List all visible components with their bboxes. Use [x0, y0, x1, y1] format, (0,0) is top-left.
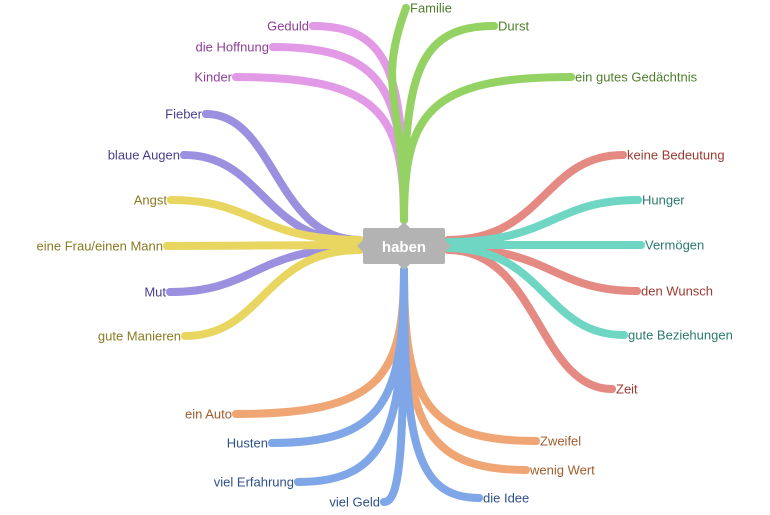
branch-tip-durst — [490, 22, 498, 30]
branch-gute-manieren — [181, 246, 364, 340]
topic-eine-frau-einen-mann[interactable]: eine Frau/einen Mann — [37, 239, 163, 254]
topic-angst[interactable]: Angst — [134, 193, 168, 208]
branch-tip-familie — [402, 4, 410, 12]
branch-tip-die-hoffnung — [269, 43, 277, 51]
branch-tip-den-wunsch — [633, 287, 641, 295]
branch-viel-erfahrung — [294, 266, 408, 486]
topic-hunger[interactable]: Hunger — [642, 193, 685, 208]
branch-tip-hunger — [634, 196, 642, 204]
branch-tip-gute-beziehungen — [620, 331, 628, 339]
topic-viel-geld[interactable]: viel Geld — [329, 495, 380, 510]
branch-tip-eine-frau-einen-mann — [163, 242, 171, 250]
topic-ein-auto[interactable]: ein Auto — [185, 407, 232, 422]
branch-tip-die-idee — [475, 494, 483, 502]
topic-husten[interactable]: Husten — [227, 436, 268, 451]
center-notch-bottom — [398, 264, 410, 270]
topic-keine-bedeutung[interactable]: keine Bedeutung — [627, 148, 725, 163]
topic-ein-gutes-gedaechtnis[interactable]: ein gutes Gedächtnis — [575, 70, 698, 85]
branch-ein-gutes-gedaechtnis — [400, 73, 575, 224]
branch-keine-bedeutung — [444, 151, 627, 244]
topic-die-hoffnung[interactable]: die Hoffnung — [196, 40, 270, 55]
center-box — [363, 228, 445, 264]
branch-angst — [167, 196, 364, 244]
topic-die-idee[interactable]: die Idee — [483, 491, 529, 506]
topic-fieber[interactable]: Fieber — [165, 107, 203, 122]
center-notch-top — [398, 222, 410, 228]
topic-viel-erfahrung[interactable]: viel Erfahrung — [214, 475, 294, 490]
branch-tip-viel-geld — [380, 498, 388, 506]
center-notch-right — [445, 240, 451, 252]
branch-eine-frau-einen-mann — [163, 241, 364, 250]
branch-tip-ein-auto — [232, 410, 240, 418]
topic-zeit[interactable]: Zeit — [616, 382, 638, 397]
topic-familie[interactable]: Familie — [410, 1, 452, 16]
topic-durst[interactable]: Durst — [498, 19, 529, 34]
topic-mut[interactable]: Mut — [144, 285, 166, 300]
topic-blaue-augen[interactable]: blaue Augen — [108, 148, 180, 163]
branch-zeit — [444, 246, 616, 393]
center-notch-left — [357, 240, 363, 252]
branch-tip-fieber — [202, 110, 210, 118]
branch-tip-geduld — [309, 22, 317, 30]
branch-die-idee — [400, 266, 483, 502]
branch-tip-zeit — [608, 385, 616, 393]
branch-tip-zweifel — [532, 437, 540, 445]
branch-mut — [166, 244, 364, 296]
branch-tip-mut — [166, 288, 174, 296]
branch-tip-husten — [268, 439, 276, 447]
branch-hunger — [444, 196, 642, 246]
topic-gute-beziehungen[interactable]: gute Beziehungen — [628, 328, 733, 343]
branch-tip-vermoegen — [637, 241, 645, 249]
branch-tip-keine-bedeutung — [619, 151, 627, 159]
topic-gute-manieren[interactable]: gute Manieren — [98, 329, 181, 344]
topic-den-wunsch[interactable]: den Wunsch — [641, 284, 713, 299]
branch-tip-wenig-wert — [522, 466, 530, 474]
branch-gute-beziehungen — [444, 244, 628, 339]
topic-geduld[interactable]: Geduld — [267, 19, 309, 34]
branch-fieber — [202, 110, 364, 244]
topic-zweifel[interactable]: Zweifel — [540, 434, 581, 449]
branch-tip-kinder — [232, 73, 240, 81]
branch-tip-blaue-augen — [180, 151, 188, 159]
branch-husten — [268, 266, 408, 447]
branch-tip-gute-manieren — [181, 332, 189, 340]
topic-vermoegen[interactable]: Vermögen — [645, 238, 704, 253]
branch-tip-ein-gutes-gedaechtnis — [567, 73, 575, 81]
center-node[interactable]: haben — [357, 222, 451, 270]
branch-tip-angst — [167, 196, 175, 204]
branch-tip-viel-erfahrung — [294, 478, 302, 486]
center-label: haben — [382, 239, 426, 256]
topic-kinder[interactable]: Kinder — [194, 70, 232, 85]
branch-ein-auto — [232, 266, 408, 418]
topic-wenig-wert[interactable]: wenig Wert — [529, 463, 595, 478]
